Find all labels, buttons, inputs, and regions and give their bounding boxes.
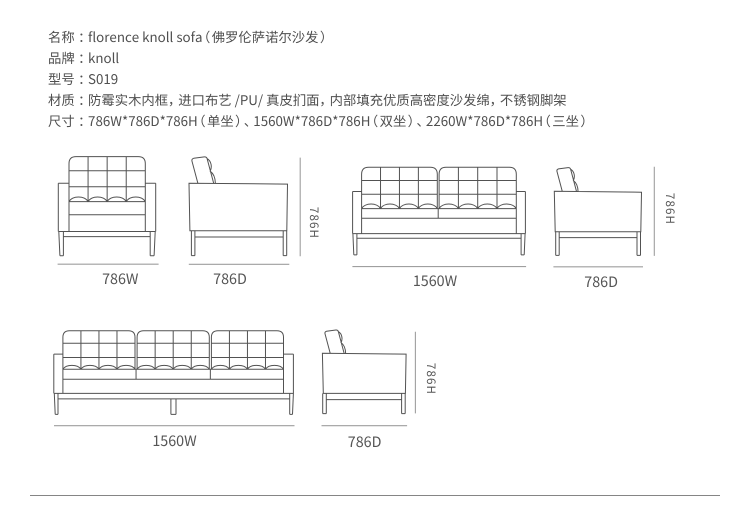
side-view-single-seat bbox=[188, 156, 289, 257]
dim-label-three-front-width: 1560W bbox=[152, 430, 197, 451]
spec-label-model: 型号： bbox=[48, 69, 89, 88]
dimension-lines-two-seat bbox=[352, 166, 655, 268]
front-view-two-seat-outline bbox=[352, 166, 526, 256]
spec-value-name: florence knoll sofa（佛罗伦萨诺尔沙发） bbox=[88, 27, 328, 46]
front-view-three-seat-outline bbox=[53, 330, 294, 415]
dim-label-single-height: 786H bbox=[306, 206, 322, 239]
spec-value-material: 防霉实木内框，进口布艺 /PU/ 真皮扪面，内部填充优质高密度沙发绵，不锈钢脚架 bbox=[88, 90, 567, 109]
dimension-lines-single-seat bbox=[57, 157, 301, 265]
spec-label-material: 材质： bbox=[48, 90, 89, 109]
front-view-two-seat bbox=[352, 166, 526, 256]
dim-label-two-side-depth: 786D bbox=[584, 271, 618, 293]
spec-value-size: 786W*786D*786H（单坐）、1560W*786D*786H（双坐）、2… bbox=[88, 111, 589, 130]
dimension-lines-two-seat-lines bbox=[352, 166, 655, 268]
spec-value-model: S019 bbox=[88, 69, 119, 88]
dim-label-single-side-depth: 786D bbox=[213, 268, 247, 290]
spec-row-name: 名称：florence knoll sofa（佛罗伦萨诺尔沙发） bbox=[48, 26, 588, 47]
dim-label-three-side-depth: 786D bbox=[347, 430, 382, 452]
spec-row-model: 型号：S019 bbox=[48, 68, 588, 89]
dim-label-two-front-width: 1560W bbox=[412, 270, 458, 292]
bottom-divider bbox=[30, 495, 720, 497]
side-view-three-seat-outline bbox=[321, 329, 407, 415]
dimension-lines-three-seat-lines bbox=[54, 331, 416, 427]
side-view-two-seat bbox=[553, 167, 643, 256]
spec-row-brand: 品牌：knoll bbox=[48, 47, 588, 68]
dim-label-three-height: 786H bbox=[422, 362, 439, 395]
spec-label-size: 尺寸： bbox=[48, 111, 89, 130]
front-view-single-seat bbox=[57, 156, 157, 257]
side-view-single-seat-outline bbox=[188, 156, 289, 257]
side-view-three-seat bbox=[321, 329, 407, 415]
spec-label-brand: 品牌： bbox=[48, 48, 89, 67]
front-view-three-seat bbox=[53, 330, 294, 415]
dimension-lines-single-seat-lines bbox=[57, 157, 301, 265]
spec-list: 名称：florence knoll sofa（佛罗伦萨诺尔沙发） 品牌：knol… bbox=[48, 26, 588, 131]
side-view-two-seat-outline bbox=[553, 167, 643, 256]
spec-label-name: 名称： bbox=[48, 27, 89, 46]
dimension-lines-three-seat bbox=[54, 331, 416, 427]
dim-label-two-height: 786H bbox=[661, 193, 678, 226]
spec-row-size: 尺寸：786W*786D*786H（单坐）、1560W*786D*786H（双坐… bbox=[48, 110, 588, 131]
spec-row-material: 材质：防霉实木内框，进口布艺 /PU/ 真皮扪面，内部填充优质高密度沙发绵，不锈… bbox=[48, 89, 588, 110]
front-view-single-seat-outline bbox=[57, 156, 157, 257]
spec-value-brand: knoll bbox=[88, 48, 120, 67]
dim-label-single-front-width: 786W bbox=[102, 268, 139, 290]
